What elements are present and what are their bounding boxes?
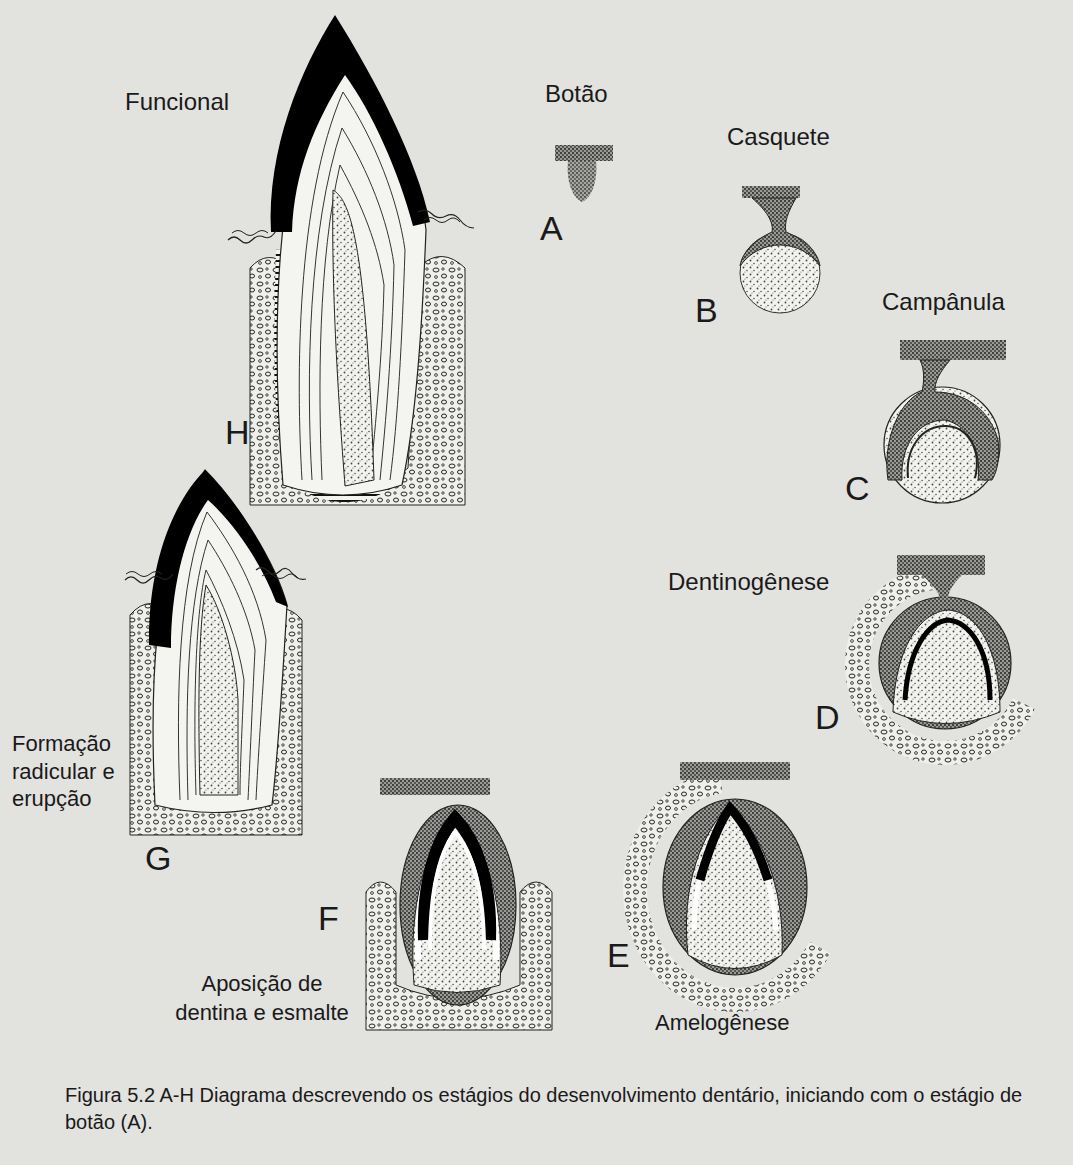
stage-name: Aposição de dentina e esmalte — [166, 970, 358, 1027]
stage-name: Funcional — [125, 88, 285, 116]
bell-stage — [884, 340, 1006, 503]
stage-name: Formação radicular e erupção — [12, 730, 140, 813]
stage-letter: A — [540, 208, 580, 248]
stage-name: Amelogênese — [655, 1010, 835, 1036]
cap-stage — [740, 186, 820, 313]
root-formation-stage — [125, 470, 306, 835]
stage-name: Casquete — [727, 123, 877, 151]
stage-letter: F — [318, 898, 358, 938]
functional-tooth — [228, 15, 474, 505]
stage-letter: G — [145, 838, 185, 878]
stage-name: Dentinogênese — [668, 568, 878, 596]
stage-name: Campânula — [882, 288, 1052, 316]
stage-letter: B — [695, 290, 735, 330]
amelogenesis-stage — [635, 762, 835, 1000]
dentinogenesis-stage — [857, 555, 1033, 753]
apposition-stage — [366, 778, 552, 1030]
bud-stage — [555, 145, 613, 202]
figure-caption: Figura 5.2 A-H Diagrama descrevendo os e… — [65, 1082, 1055, 1136]
stage-letter: D — [815, 697, 855, 737]
stage-letter: H — [225, 412, 265, 452]
stage-letter: E — [607, 935, 647, 975]
stage-letter: C — [845, 468, 885, 508]
stage-name: Botão — [545, 80, 645, 108]
